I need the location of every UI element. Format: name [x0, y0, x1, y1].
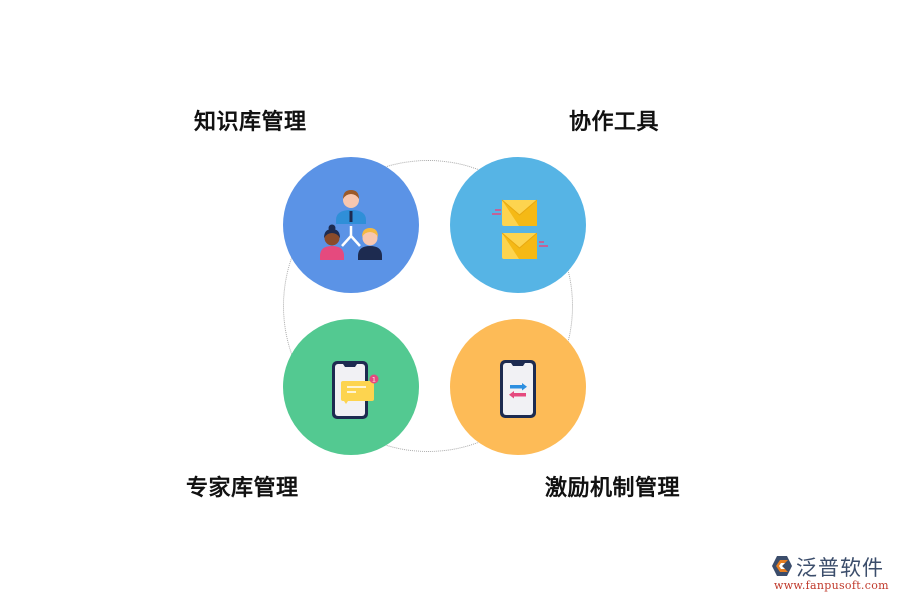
notification-badge: 1 [372, 376, 376, 384]
phone-transfer-icon [500, 360, 536, 418]
envelopes-icon [492, 199, 548, 259]
node-knowledge-base [283, 157, 419, 293]
connector-ring [283, 160, 573, 452]
watermark-name: 泛普软件 [796, 556, 884, 580]
label-incentive: 激励机制管理 [545, 476, 681, 501]
node-collaboration [450, 157, 586, 293]
node-expert-base: 1 [283, 319, 419, 455]
watermark-logo: 泛普软件 www.fanpusoft.com [768, 552, 896, 596]
label-knowledge-base: 知识库管理 [194, 110, 307, 135]
node-incentive [450, 319, 586, 455]
phone-message-icon: 1 [332, 361, 379, 419]
watermark-url: www.fanpusoft.com [774, 579, 889, 592]
label-expert-base: 专家库管理 [186, 476, 299, 501]
team-hierarchy-icon [320, 190, 382, 260]
fanpu-logo-icon [772, 556, 792, 576]
label-collaboration: 协作工具 [569, 110, 660, 135]
